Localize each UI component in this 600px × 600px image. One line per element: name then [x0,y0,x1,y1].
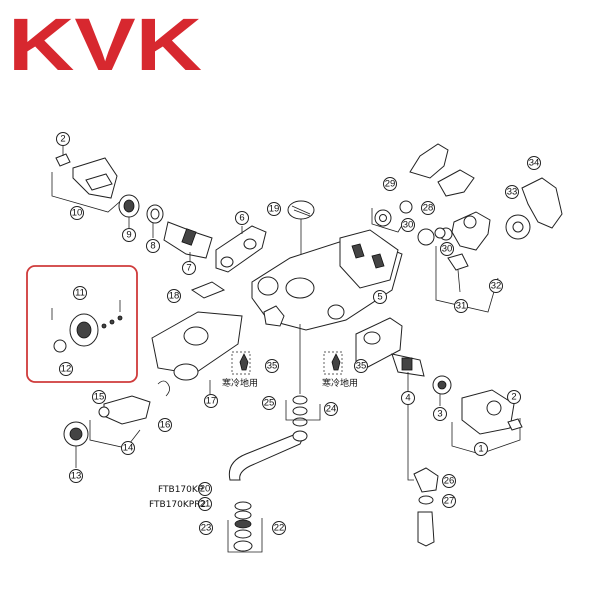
svg-text:27: 27 [444,496,455,507]
callout-25: 25 [262,396,276,410]
callout-13: 13 [69,469,83,483]
callout-12: 12 [59,362,73,376]
callout-19: 19 [267,202,281,216]
callout-30b: 30 [440,242,454,256]
svg-text:11: 11 [75,288,85,299]
svg-text:7: 7 [186,263,191,274]
callout-3: 3 [433,407,447,421]
parts-artwork [51,143,563,553]
callout-24: 24 [324,402,338,416]
model-label-ftb170kpr2: FTB170KPR2 [149,500,206,510]
svg-text:2: 2 [511,392,516,403]
svg-text:16: 16 [160,420,171,431]
callout-20: 20 [198,482,212,496]
svg-text:13: 13 [71,471,82,482]
svg-text:20: 20 [200,484,211,495]
callout-10: 10 [70,206,84,220]
svg-text:29: 29 [385,179,396,190]
callout-35a: 35 [265,359,279,373]
callout-5: 5 [373,290,387,304]
svg-text:14: 14 [123,443,134,454]
callout-2a: 2 [56,132,70,146]
svg-text:30: 30 [403,220,414,231]
callout-15: 15 [92,390,106,404]
svg-text:18: 18 [169,291,180,302]
callout-18: 18 [167,289,181,303]
svg-text:4: 4 [405,393,410,404]
callout-23: 23 [199,521,213,535]
callout-16: 16 [158,418,172,432]
svg-text:1: 1 [478,444,483,455]
callout-14: 14 [121,441,135,455]
svg-text:34: 34 [529,158,540,169]
callout-11: 11 [73,286,87,300]
callout-32: 32 [489,279,503,293]
callout-30a: 30 [401,218,415,232]
callout-6: 6 [235,211,249,225]
svg-text:6: 6 [239,213,244,224]
callout-4: 4 [401,391,415,405]
callout-29: 29 [383,177,397,191]
kvk-logo: KVK [8,3,202,86]
svg-text:8: 8 [150,241,155,252]
svg-text:24: 24 [326,404,337,415]
cold-region-label-right: 寒冷地用 [322,377,358,389]
callout-26: 26 [442,474,456,488]
svg-text:31: 31 [456,301,467,312]
callout-34: 34 [527,156,541,170]
cold-region-label-left: 寒冷地用 [222,377,258,389]
callout-1: 1 [474,442,488,456]
callouts: 1 2 2 3 4 5 6 7 8 9 10 11 12 13 14 15 16… [56,132,541,535]
svg-text:35: 35 [267,361,278,372]
svg-text:30: 30 [442,244,453,255]
svg-text:26: 26 [444,476,455,487]
svg-text:25: 25 [264,398,275,409]
callout-31: 31 [454,299,468,313]
svg-text:2: 2 [60,134,65,145]
callout-9: 9 [122,228,136,242]
svg-text:28: 28 [423,203,434,214]
highlight-box [26,265,138,383]
svg-text:35: 35 [356,361,367,372]
svg-text:23: 23 [201,523,212,534]
svg-text:12: 12 [61,364,72,375]
callout-17: 17 [204,394,218,408]
callout-7: 7 [182,261,196,275]
callout-33: 33 [505,185,519,199]
svg-text:21: 21 [200,499,211,510]
svg-text:3: 3 [437,409,442,420]
svg-text:17: 17 [206,396,217,407]
svg-text:32: 32 [491,281,502,292]
svg-text:15: 15 [94,392,105,403]
svg-text:9: 9 [126,230,131,241]
callout-22: 22 [272,521,286,535]
callout-21: 21 [198,497,212,511]
callout-35b: 35 [354,359,368,373]
callout-27: 27 [442,494,456,508]
svg-text:10: 10 [72,208,83,219]
svg-text:22: 22 [274,523,285,534]
svg-text:5: 5 [377,292,382,303]
svg-text:19: 19 [269,204,280,215]
callout-2b: 2 [507,390,521,404]
callout-28: 28 [421,201,435,215]
model-label-ftb170kp: FTB170KP [158,485,204,495]
svg-text:33: 33 [507,187,518,198]
callout-8: 8 [146,239,160,253]
